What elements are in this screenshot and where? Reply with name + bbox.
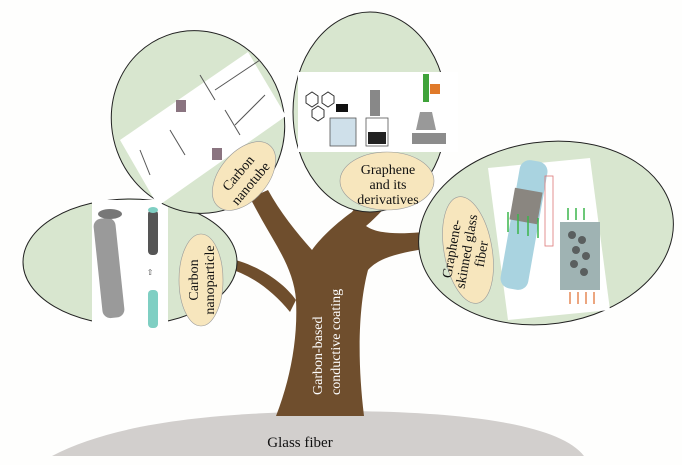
- leaf-graphene-derivatives: Graphene and its derivatives: [292, 11, 458, 213]
- leaf-label-line: fiber: [473, 240, 492, 269]
- leaf-graphene-skinned-glass-fiber: Graphene- skinned glass fiber: [418, 140, 674, 326]
- cvd-reactor-figure: [488, 158, 610, 320]
- trunk-label-line2: conductive coating: [329, 289, 344, 395]
- leaf-label-line: derivatives: [357, 193, 418, 208]
- leaf-label-line: Carbon: [187, 259, 202, 300]
- label-bubble: [442, 196, 494, 304]
- cnt-scheme-figure: [120, 52, 286, 206]
- label-bubble: [178, 233, 224, 327]
- leaf-carbon-nanotube: Carbon nanotube: [110, 30, 286, 214]
- trunk-label-line1: Garbon-based: [311, 316, 326, 395]
- leaf-label-line: and its: [370, 178, 407, 193]
- glass-fiber-base: [52, 411, 584, 456]
- leaf-label-line: nanoparticle: [203, 245, 218, 314]
- trunk-label: Garbon-based conductive coating: [311, 289, 344, 395]
- leaf-label-line: Graphene: [361, 163, 415, 178]
- glass-fiber-label: Glass fiber: [267, 435, 332, 451]
- pyrolytic-coating-figure: ⇧: [92, 200, 168, 330]
- label-bubble: [339, 151, 435, 211]
- spray-coating-figure: [298, 72, 458, 152]
- label-bubble: [212, 141, 276, 211]
- svg-text:⇧: ⇧: [147, 268, 154, 277]
- tree-trunk: [226, 178, 442, 416]
- leaf-carbon-nanoparticle: ⇧ Carbon nanoparticle: [22, 198, 238, 330]
